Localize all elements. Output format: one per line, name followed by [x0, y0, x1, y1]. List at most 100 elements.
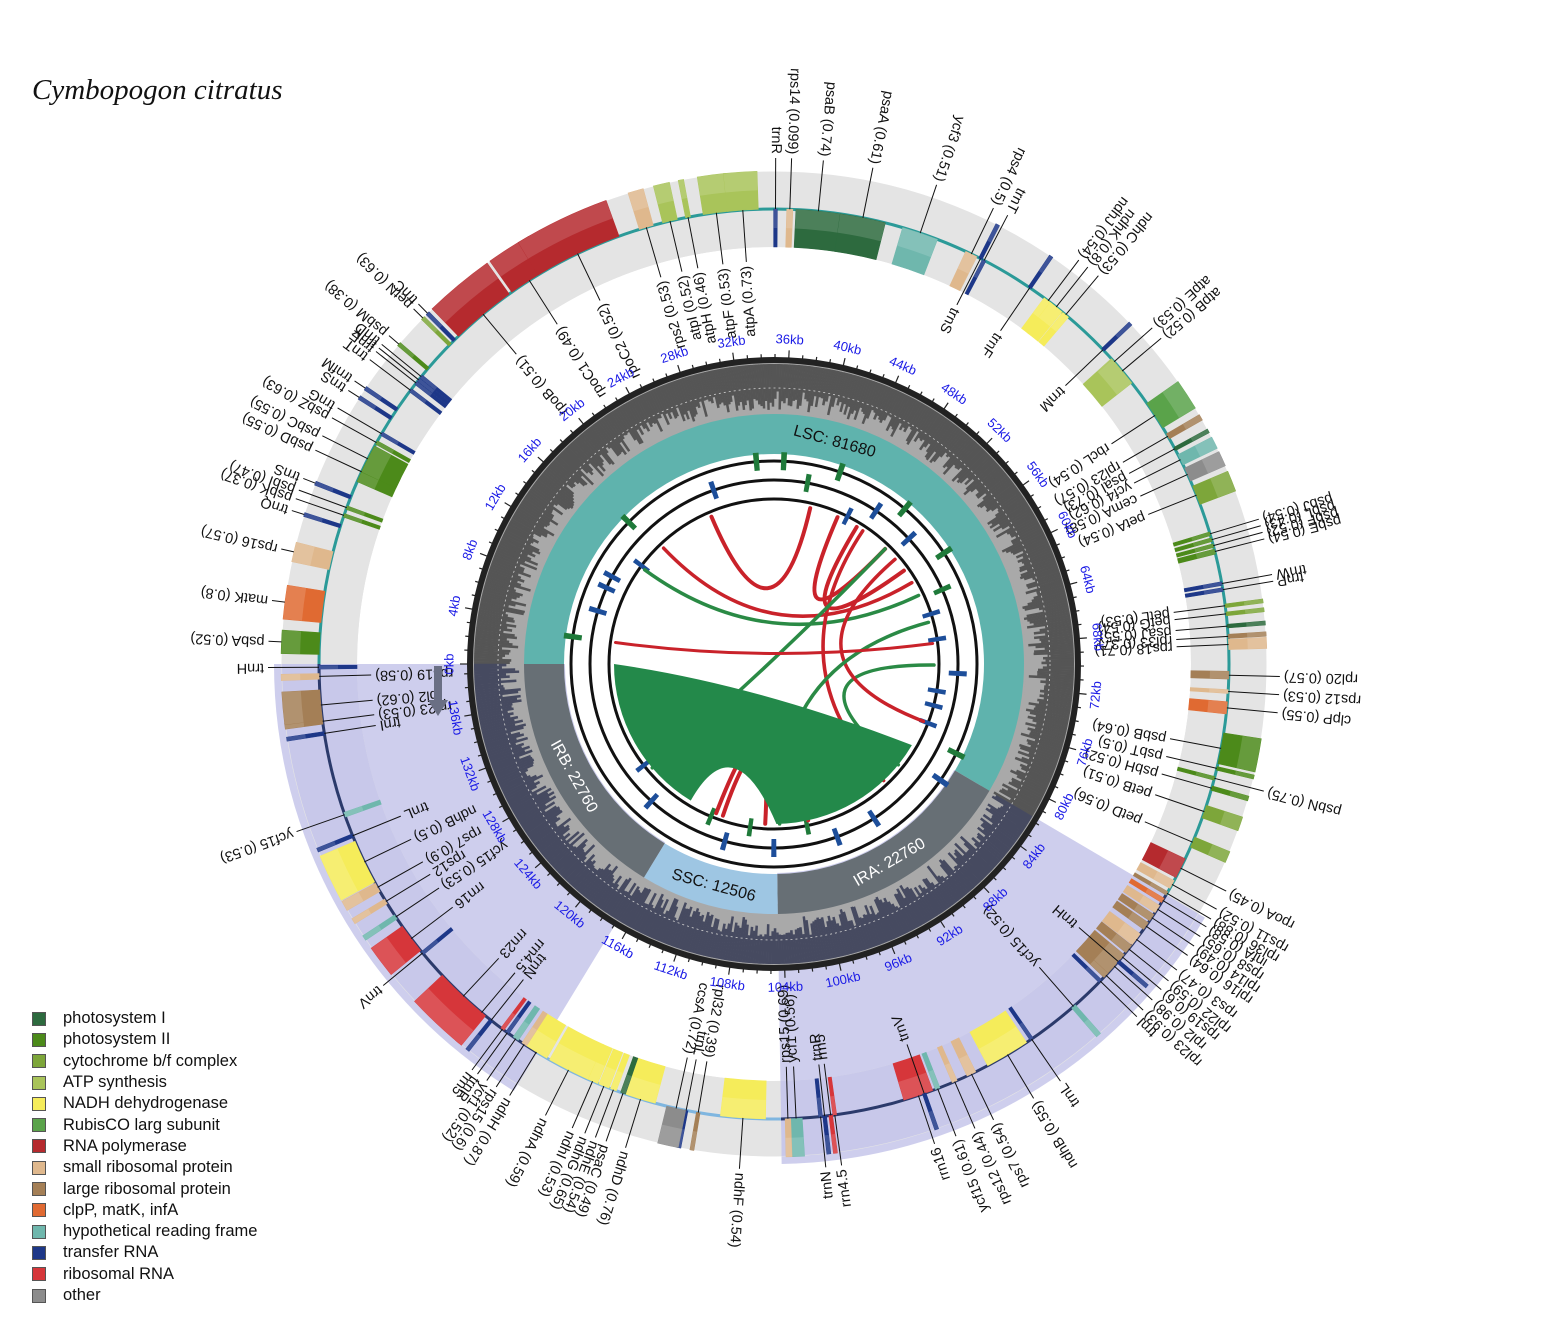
gc-bar	[920, 892, 938, 918]
gc-bar	[739, 919, 748, 963]
tick-mark	[878, 951, 881, 956]
gc-bar	[970, 465, 1001, 493]
gene-block-shade	[1209, 688, 1229, 694]
tick-mark	[1027, 834, 1032, 838]
gc-bar	[839, 925, 850, 956]
gene-block-shade	[610, 1070, 623, 1091]
gc-bar	[755, 364, 761, 405]
repeat-mark	[841, 507, 854, 526]
gene-block-shade	[620, 1074, 632, 1095]
gene-leader-line	[385, 873, 431, 902]
gene-block	[318, 664, 358, 670]
gene-label: psbN (0.75)	[1266, 785, 1343, 820]
gene-block	[1083, 359, 1133, 407]
tick-mark	[891, 946, 896, 955]
gc-bar	[646, 907, 663, 937]
gc-bar	[474, 645, 503, 650]
gc-bar	[1021, 549, 1053, 564]
gene-block-shade	[786, 209, 793, 229]
gene-block-shade	[1207, 700, 1228, 714]
gene-leader-line	[594, 1089, 614, 1138]
gc-bar	[948, 434, 970, 458]
gc-bar	[1035, 705, 1071, 714]
gene-leader-line	[482, 313, 517, 355]
gene-block-shade	[362, 925, 382, 941]
gc-bar	[693, 921, 705, 954]
gc-bar	[561, 449, 583, 471]
gene-block-shade	[1115, 322, 1132, 339]
gc-bar	[810, 923, 819, 962]
tick-mark	[556, 882, 561, 887]
gene-block-shade	[505, 1016, 520, 1034]
gene-leader-line	[1144, 821, 1193, 843]
gene-block-shade	[1192, 537, 1213, 547]
legend-item: RNA polymerase	[32, 1136, 332, 1157]
gc-bar	[561, 844, 596, 878]
gc-bar	[676, 379, 690, 412]
gene-block	[414, 381, 448, 409]
tick-mark	[705, 361, 708, 366]
gc-bar	[549, 832, 585, 865]
tick-mark	[531, 469, 536, 474]
gc-bar	[545, 831, 580, 861]
gene-block	[784, 1118, 793, 1158]
gc-bar	[630, 902, 647, 929]
gc-bar	[850, 377, 865, 415]
gc-bar	[976, 479, 1013, 508]
gene-block-shade	[314, 481, 334, 492]
gc-bar	[595, 882, 615, 907]
gc-bar	[1026, 573, 1061, 587]
gene-block-shade	[1128, 911, 1149, 930]
repeat-mark	[746, 818, 754, 837]
gene-block-shade	[1111, 933, 1132, 953]
gc-bar	[998, 505, 1030, 526]
gc-bar	[698, 915, 712, 956]
gene-leader-line	[715, 212, 724, 265]
gc-bar	[826, 921, 837, 959]
gene-block	[689, 1111, 701, 1151]
gc-bar	[577, 435, 604, 467]
band-segment	[282, 172, 1266, 914]
gene-block	[921, 1051, 941, 1090]
gene-block-shade	[1085, 966, 1102, 983]
gene-leader-line	[322, 435, 369, 460]
gc-bar	[479, 715, 519, 727]
gc-bar	[814, 919, 824, 961]
gc-bar	[1046, 664, 1074, 667]
gene-block-shade	[653, 182, 674, 205]
gc-bar	[1006, 516, 1037, 535]
gc-bar	[799, 927, 806, 963]
gene-block-shade	[518, 200, 613, 259]
tick-mark	[559, 439, 564, 443]
gc-bar	[532, 483, 568, 511]
legend-item: RubisCO larg subunit	[32, 1114, 332, 1135]
gc-bar	[583, 430, 612, 465]
gene-block	[362, 914, 398, 941]
gc-bar	[475, 694, 503, 701]
gene-block	[314, 480, 352, 500]
repeat-mark	[597, 581, 616, 594]
gene-leader-line	[331, 417, 377, 444]
gene-leader-line	[298, 489, 347, 509]
gc-bar	[647, 390, 662, 419]
gc-bar	[1041, 661, 1074, 665]
gc-bar	[635, 892, 657, 932]
gene-block	[343, 799, 382, 818]
gc-bar	[668, 902, 687, 946]
gene-block-shade	[957, 251, 977, 274]
gc-bar	[854, 377, 867, 412]
tick-mark	[931, 398, 935, 403]
gc-bar	[954, 849, 985, 880]
gc-bar	[1023, 551, 1054, 566]
gc-bar	[898, 399, 918, 431]
repeat-mark	[931, 772, 950, 788]
gene-block	[421, 316, 452, 347]
gc-bar	[651, 388, 670, 426]
gc-bar	[649, 389, 663, 415]
tick-mark	[975, 431, 980, 435]
gene-block-shade	[824, 1134, 831, 1155]
gene-label: clpP (0.55)	[1281, 705, 1352, 728]
legend-swatch	[32, 1288, 46, 1303]
gene-leader-line	[954, 1081, 976, 1129]
tick-mark	[1074, 720, 1079, 723]
